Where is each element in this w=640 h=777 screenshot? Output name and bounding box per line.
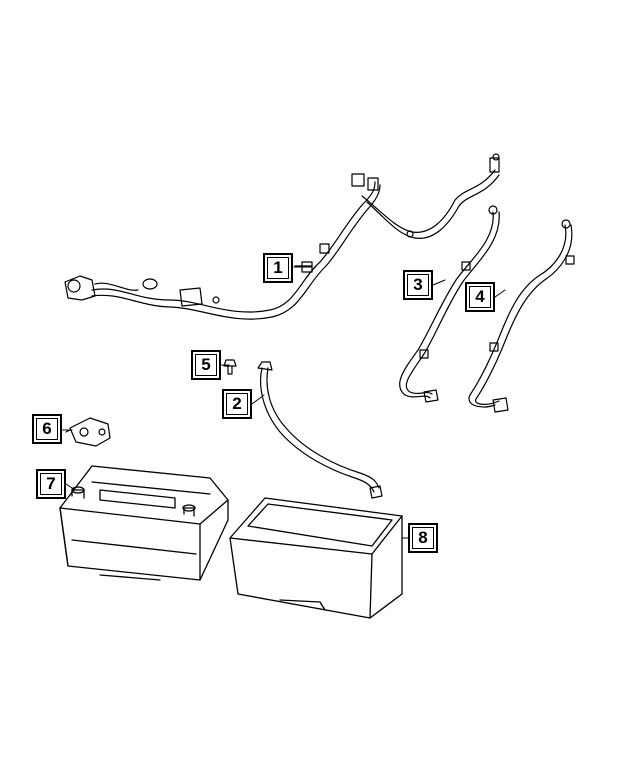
battery-part-7: [59, 465, 229, 581]
callout-6-label: 6: [42, 419, 52, 438]
callout-3: 3: [403, 270, 433, 300]
callout-1: 1: [263, 253, 293, 283]
callout-5: 5: [191, 350, 221, 380]
callout-5-label: 5: [201, 355, 211, 374]
callout-6: 6: [32, 414, 62, 444]
callout-3-label: 3: [413, 275, 423, 294]
callout-8: 8: [408, 523, 438, 553]
callout-4: 4: [465, 282, 495, 312]
bolt-part-5: [223, 359, 237, 375]
callout-1-label: 1: [273, 258, 283, 277]
terminal-clamp-part-6: [65, 417, 111, 447]
callout-2-label: 2: [232, 394, 242, 413]
callout-7-label: 7: [46, 474, 56, 493]
callout-2: 2: [222, 389, 252, 419]
battery-cable-part-3: [399, 205, 500, 403]
callout-4-label: 4: [475, 287, 485, 306]
callout-8-label: 8: [418, 528, 428, 547]
leader-lines: [61, 266, 506, 539]
battery-cable-part-2: [257, 361, 383, 499]
battery-tray-part-8: [229, 497, 403, 619]
battery-cable-part-4: [468, 219, 575, 413]
callout-7: 7: [36, 469, 66, 499]
wiring-harness-part-1: [64, 153, 500, 320]
